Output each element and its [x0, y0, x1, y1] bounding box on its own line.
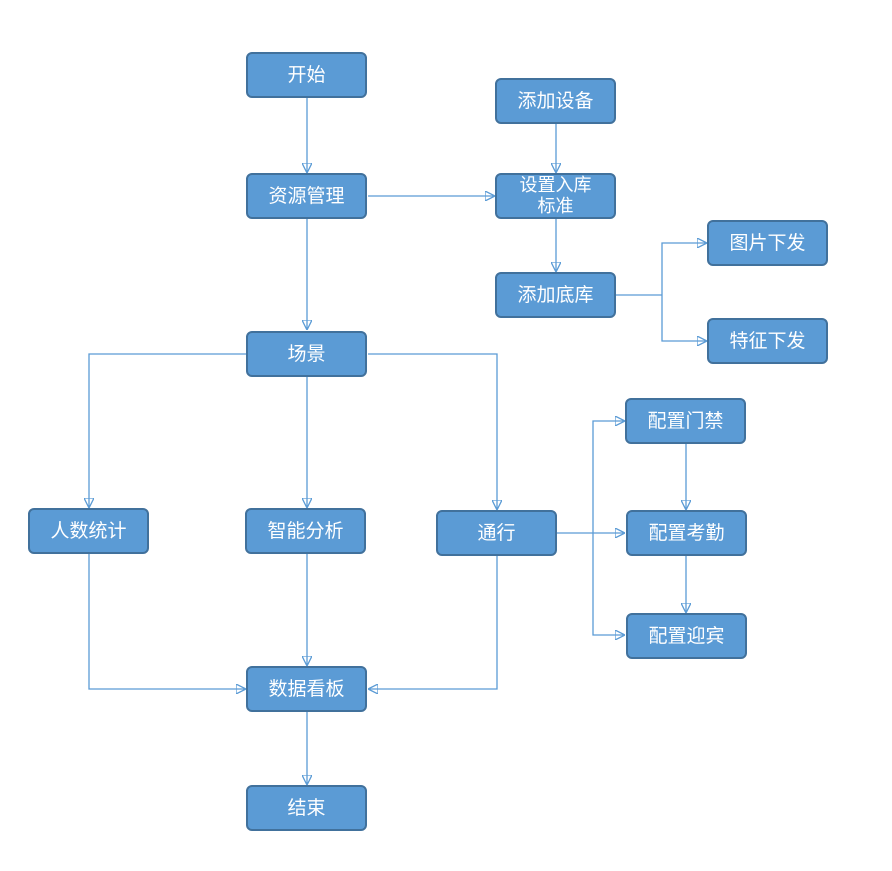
node-end: 结束: [246, 785, 367, 831]
node-image-dispatch: 图片下发: [707, 220, 828, 266]
edge-scene-to-people-count: [89, 353, 246, 507]
edge-add-library-to-image-dispatch: [661, 243, 706, 295]
node-config-welcome: 配置迎宾: [626, 613, 747, 659]
node-smart-analysis: 智能分析: [245, 508, 366, 554]
edge-add-library-to-feature-dispatch: [661, 295, 706, 341]
node-dashboard: 数据看板: [246, 666, 367, 712]
edge-access-to-dashboard: [369, 556, 498, 689]
node-people-count: 人数统计: [28, 508, 149, 554]
node-set-storage-standard: 设置入库标准: [495, 173, 616, 219]
node-config-attendance: 配置考勤: [626, 510, 747, 556]
node-start: 开始: [246, 52, 367, 98]
edge-scene-to-access: [368, 353, 497, 509]
node-add-device: 添加设备: [495, 78, 616, 124]
node-config-door: 配置门禁: [625, 398, 746, 444]
edge-access-to-config-door: [592, 421, 624, 533]
edge-access-to-config-welcome: [592, 533, 624, 635]
node-resource-management: 资源管理: [246, 173, 367, 219]
edge-people-count-to-dashboard: [88, 554, 245, 689]
node-access: 通行: [436, 510, 557, 556]
node-feature-dispatch: 特征下发: [707, 318, 828, 364]
node-add-library: 添加底库: [495, 272, 616, 318]
node-scene: 场景: [246, 331, 367, 377]
